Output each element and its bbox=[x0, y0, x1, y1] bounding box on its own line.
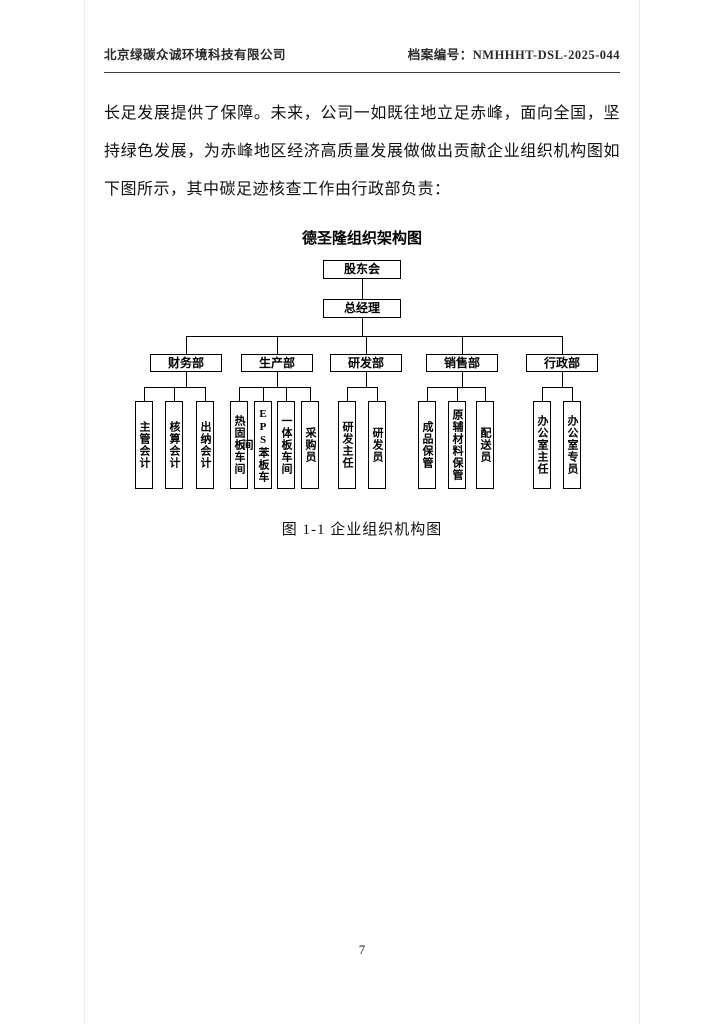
org-leaf-purchaser: 采购员 bbox=[301, 401, 319, 489]
org-leaf-product-keeper: 成品保管 bbox=[418, 401, 436, 489]
org-node-general-manager: 总经理 bbox=[323, 299, 401, 318]
body-paragraph: 长足发展提供了保障。未来，公司一如既往地立足赤峰，面向全国，坚持绿色发展，为赤峰… bbox=[104, 105, 620, 198]
connector-line bbox=[366, 336, 367, 354]
connector-line bbox=[485, 387, 486, 401]
org-dept-production: 生产部 bbox=[241, 354, 313, 372]
connector-line bbox=[427, 387, 486, 388]
org-leaf-thermoset-workshop: 热固板车间 bbox=[230, 401, 248, 489]
connector-line bbox=[277, 336, 278, 354]
connector-line bbox=[205, 387, 206, 401]
page-header: 北京绿碳众诚环境科技有限公司 档案编号：NMHHHT-DSL-2025-044 bbox=[104, 0, 620, 73]
connector-line bbox=[144, 387, 206, 388]
connector-line bbox=[174, 387, 175, 401]
left-margin-guide bbox=[84, 0, 85, 1024]
connector-line bbox=[362, 279, 363, 299]
file-number: 档案编号：NMHHHT-DSL-2025-044 bbox=[408, 44, 620, 63]
figure-caption: 图 1-1 企业组织机构图 bbox=[281, 522, 443, 538]
connector-line bbox=[562, 336, 563, 354]
connector-line bbox=[457, 387, 458, 401]
org-chart-title: 德圣隆组织架构图 bbox=[301, 231, 422, 247]
connector-line bbox=[263, 387, 264, 401]
connector-line bbox=[277, 372, 278, 387]
file-number-label: 档案编号： bbox=[407, 48, 473, 62]
right-margin-guide bbox=[639, 0, 640, 1024]
connector-line bbox=[310, 387, 311, 401]
org-dept-finance: 财务部 bbox=[150, 354, 222, 372]
org-leaf-cashier-accountant: 出纳会计 bbox=[196, 401, 214, 489]
connector-line bbox=[427, 387, 428, 401]
connector-line bbox=[144, 387, 145, 401]
connector-line bbox=[239, 387, 311, 388]
connector-line bbox=[347, 387, 348, 401]
org-leaf-rnd-director: 研发主任 bbox=[338, 401, 356, 489]
org-dept-admin: 行政部 bbox=[526, 354, 598, 372]
org-leaf-office-director: 办公室主任 bbox=[533, 401, 551, 489]
org-dept-rnd: 研发部 bbox=[330, 354, 402, 372]
file-number-value: NMHHHT-DSL-2025-044 bbox=[472, 48, 620, 62]
connector-line bbox=[542, 387, 573, 388]
connector-line bbox=[347, 387, 378, 388]
connector-line bbox=[186, 372, 187, 387]
page-number: 7 bbox=[358, 942, 366, 957]
connector-line bbox=[572, 387, 573, 401]
company-name: 北京绿碳众诚环境科技有限公司 bbox=[104, 48, 287, 62]
connector-line bbox=[362, 318, 363, 336]
connector-line bbox=[377, 387, 378, 401]
connector-line bbox=[462, 372, 463, 387]
connector-line bbox=[239, 387, 240, 401]
org-leaf-chief-accountant: 主管会计 bbox=[135, 401, 153, 489]
connector-line bbox=[286, 387, 287, 401]
connector-line bbox=[366, 372, 367, 387]
connector-line bbox=[186, 336, 563, 337]
org-leaf-office-clerk: 办公室专员 bbox=[563, 401, 581, 489]
connector-line bbox=[462, 336, 463, 354]
org-leaf-delivery-staff: 配送员 bbox=[476, 401, 494, 489]
connector-line bbox=[186, 336, 187, 354]
connector-line bbox=[562, 372, 563, 387]
org-leaf-material-keeper: 原辅材料保管 bbox=[448, 401, 466, 489]
org-node-shareholders: 股东会 bbox=[323, 260, 401, 279]
org-dept-sales: 销售部 bbox=[426, 354, 498, 372]
connector-line bbox=[542, 387, 543, 401]
org-chart: 股东会 总经理 财务部 主管会计 核算会计 出纳会计 生产部 bbox=[104, 256, 624, 496]
page-content: 北京绿碳众诚环境科技有限公司 档案编号：NMHHHT-DSL-2025-044 … bbox=[104, 0, 624, 538]
org-leaf-panel-workshop: 一体板车间 bbox=[277, 401, 295, 489]
org-leaf-eps-workshop: EPS苯板车间 bbox=[241, 401, 272, 489]
org-leaf-cost-accountant: 核算会计 bbox=[165, 401, 183, 489]
org-leaf-rnd-staff: 研发员 bbox=[368, 401, 386, 489]
